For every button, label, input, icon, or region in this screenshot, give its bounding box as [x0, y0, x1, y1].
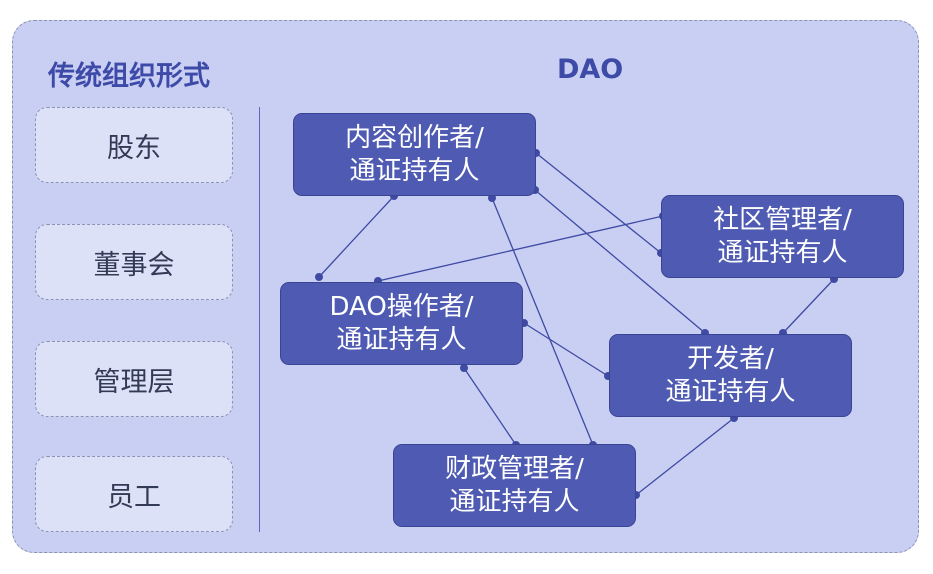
- node-community-manager: 社区管理者/ 通证持有人: [661, 195, 904, 278]
- node-dao-operator-holder: 通证持有人: [336, 324, 467, 355]
- node-finance-manager-holder: 通证持有人: [449, 486, 580, 517]
- node-developer-role: 开发者/: [687, 343, 774, 374]
- divider-line: [259, 107, 260, 532]
- link-content-developer: [534, 189, 706, 334]
- node-finance-manager-role: 财政管理者/: [445, 453, 584, 484]
- traditional-heading: 传统组织形式: [48, 61, 210, 92]
- link-content-finance: [491, 197, 594, 446]
- link-content-operator: [318, 195, 395, 278]
- node-developer: 开发者/ 通证持有人: [609, 334, 852, 417]
- role-management: 管理层: [35, 341, 233, 417]
- link-operator-finance: [463, 367, 517, 446]
- link-community-developer: [782, 278, 835, 334]
- node-community-manager-role: 社区管理者/: [713, 204, 852, 235]
- dao-heading: DAO: [557, 54, 624, 85]
- node-developer-holder: 通证持有人: [665, 376, 796, 407]
- role-shareholders: 股东: [35, 107, 233, 183]
- link-operator-developer: [523, 322, 609, 377]
- link-content-community: [535, 152, 662, 254]
- node-finance-manager: 财政管理者/ 通证持有人: [393, 444, 636, 527]
- role-employees: 员工: [35, 456, 233, 532]
- node-community-manager-holder: 通证持有人: [717, 237, 848, 268]
- node-dao-operator: DAO操作者/ 通证持有人: [280, 282, 523, 365]
- node-dao-operator-role: DAO操作者/: [329, 291, 474, 322]
- link-developer-finance: [635, 417, 735, 496]
- node-content-creator-holder: 通证持有人: [349, 155, 480, 186]
- link-operator-community: [377, 215, 664, 282]
- node-content-creator-role: 内容创作者/: [345, 122, 484, 153]
- role-board: 董事会: [35, 224, 233, 300]
- node-content-creator: 内容创作者/ 通证持有人: [293, 113, 536, 196]
